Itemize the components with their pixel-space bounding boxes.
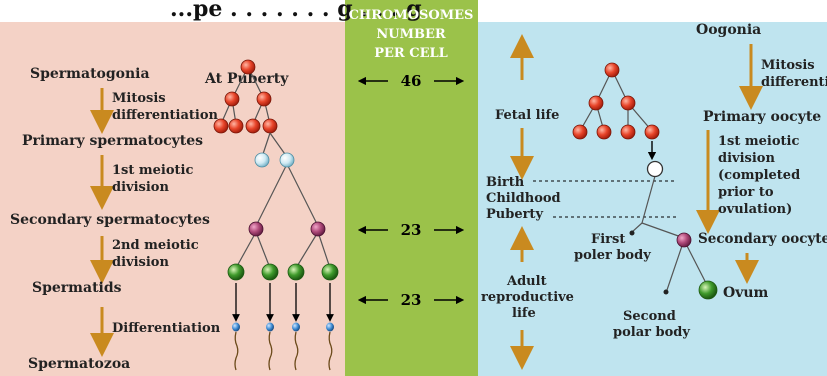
secondary-spermatocyte-cell [311,222,325,236]
label-oogonia: Oogonia [696,22,761,38]
label-secondary-oocyte: Secondary oocyte [698,231,827,247]
center-title-line-3: PER CELL [374,46,448,61]
spermatid-cell [228,264,244,280]
label-adult-1: Adult [506,274,547,289]
label-spermatids: Spermatids [32,280,122,296]
chromosome-number-46: 46 [401,72,422,90]
center-title-line-2: NUMBER [376,27,446,42]
label-primary-oocyte: Primary oocyte [703,109,821,125]
label-first-polar-2: poler body [574,248,651,263]
second-polar-body-cell [664,290,669,295]
spermatid-cell [262,264,278,280]
spermatid-cell [322,264,338,280]
label-primary-spermatocytes: Primary spermatocytes [22,133,203,149]
primary-oocyte-cell [648,162,663,177]
label-meiosis2-left-1: 2nd meiotic [112,238,199,253]
center-title-line-1: CHROMOSOMES [349,8,474,23]
label-birth: Birth [486,175,525,190]
label-adult-2: reproductive [481,290,574,305]
ovum-cell [699,281,717,299]
label-secondary-spermatocytes: Secondary spermatocytes [10,212,210,228]
spermatid-cell [288,264,304,280]
label-meiotic-right-1: 1st meiotic [718,134,799,149]
label-puberty: Puberty [486,207,543,222]
label-meiotic-right-2: division [718,151,775,166]
label-second-polar-2: polar body [613,325,690,340]
label-adult-3: life [512,306,536,321]
secondary-oocyte-cell [677,233,691,247]
secondary-spermatocyte-cell [249,222,263,236]
label-mitosis-left-2: differentiation [112,108,219,123]
first-polar-body-cell [630,231,635,236]
label-childhood: Childhood [486,191,561,206]
label-fetal-life: Fetal life [495,108,559,123]
primary-spermatocyte-cell [280,153,294,167]
label-meiotic-right-4: prior to [718,185,774,200]
label-differentiation: Differentiation [112,321,221,336]
label-meiosis1-left-2: division [112,180,169,195]
label-meiosis2-left-2: division [112,255,169,270]
chromosome-number-23-b: 23 [401,291,422,309]
label-mitosis-right-2: differentiation [761,75,827,90]
label-mitosis-right-1: Mitosis [761,58,815,73]
label-spermatogonia: Spermatogonia [30,66,150,82]
primary-spermatocyte-cell [255,153,269,167]
label-second-polar-1: Second [623,309,676,324]
label-meiosis1-left-1: 1st meiotic [112,163,193,178]
label-mitosis-left-1: Mitosis [112,91,166,106]
label-meiotic-right-3: (completed [718,168,800,183]
label-meiotic-right-5: ovulation) [718,202,792,217]
label-spermatozoa: Spermatozoa [28,356,130,372]
chromosome-number-23-a: 23 [401,221,422,239]
label-first-polar-1: First [591,232,625,247]
label-ovum: Ovum [723,285,769,301]
